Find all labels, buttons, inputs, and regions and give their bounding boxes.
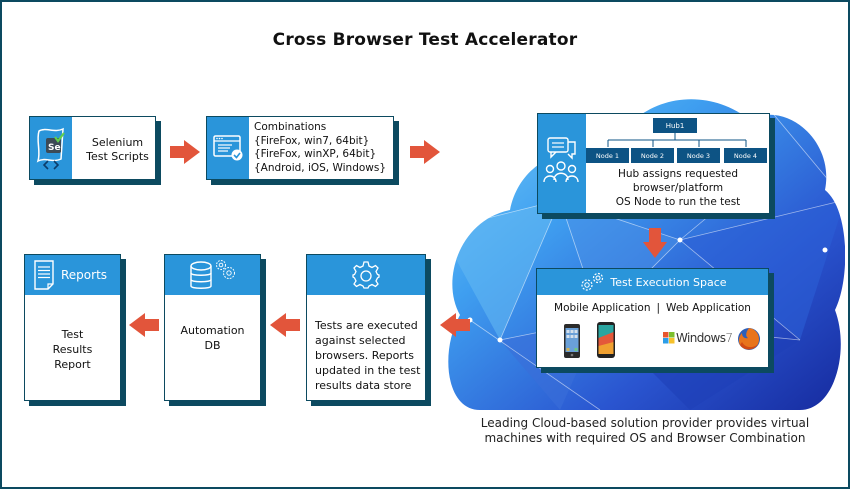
label-separator: | — [656, 302, 661, 314]
reports-text: Test Results Report — [52, 328, 93, 371]
application-labels: Mobile Application | Web Application — [537, 302, 768, 314]
cloud-caption: Leading Cloud-based solution provider pr… — [480, 416, 810, 445]
selenium-scripts-box: Se Selenium Test Scripts — [29, 116, 156, 180]
reports-title: Reports — [61, 268, 108, 282]
gears-icon — [581, 272, 604, 291]
automation-db-text: Automation DB — [180, 323, 245, 352]
iphone-icon — [564, 324, 580, 358]
selenium-label: Selenium Test Scripts — [86, 136, 149, 163]
mobile-application-label: Mobile Application — [554, 302, 651, 314]
automation-db-header — [165, 255, 260, 295]
combinations-box-side — [207, 117, 249, 179]
arrow-left-3 — [440, 313, 470, 337]
browser-check-icon — [213, 135, 243, 161]
selenium-box-side: Se — [30, 117, 72, 179]
windows-logo-icon — [663, 332, 675, 344]
selenium-icon: Se — [36, 127, 65, 170]
windows7-logo: Windows 7 — [663, 331, 733, 345]
gear-icon — [352, 261, 380, 289]
hub-description: Hub assigns requested browser/platform O… — [615, 168, 741, 208]
windows-version: 7 — [725, 331, 733, 345]
node-3: Node 3 — [677, 148, 720, 163]
tests-executed-header — [307, 255, 425, 295]
firefox-icon — [738, 328, 760, 350]
test-execution-title: Test Execution Space — [610, 275, 727, 289]
windows-label: Windows — [676, 331, 726, 345]
arrow-left-2 — [270, 313, 300, 337]
android-phone-icon — [597, 322, 615, 358]
tests-executed-box: Tests are executed against selected brow… — [306, 254, 426, 401]
svg-text:Se: Se — [48, 143, 61, 153]
test-execution-header: Test Execution Space — [537, 269, 768, 295]
reports-box: Reports Test Results Report — [24, 254, 121, 401]
reports-header: Reports — [25, 255, 120, 295]
arrow-right-2 — [410, 140, 440, 164]
diagram-title: Cross Browser Test Accelerator — [272, 30, 578, 50]
hub-connector-lines — [607, 133, 747, 147]
chat-people-icon — [543, 136, 579, 182]
combinations-box: Combinations {FireFox, win7, 64bit} {Fir… — [206, 116, 394, 180]
combinations-text: Combinations {FireFox, win7, 64bit} {Fir… — [254, 121, 387, 174]
node-2: Node 2 — [631, 148, 674, 163]
automation-db-box: Automation DB — [164, 254, 261, 401]
hub-node-diagram: Hub1 Node 1 Node 2 Node 3 Node 4 — [586, 116, 768, 163]
arrow-right-1 — [170, 140, 200, 164]
web-application-label: Web Application — [666, 302, 751, 314]
hub1-label: Hub1 — [653, 118, 697, 133]
tests-executed-text: Tests are executed against selected brow… — [315, 319, 421, 392]
arrow-left-1 — [129, 313, 159, 337]
hub-box-side — [538, 114, 586, 213]
node-1: Node 1 — [586, 148, 629, 163]
database-gears-icon — [189, 260, 235, 289]
node-4: Node 4 — [724, 148, 767, 163]
document-icon — [34, 260, 54, 290]
test-execution-box: Test Execution Space Mobile Application … — [536, 268, 769, 368]
arrow-down — [643, 228, 667, 258]
